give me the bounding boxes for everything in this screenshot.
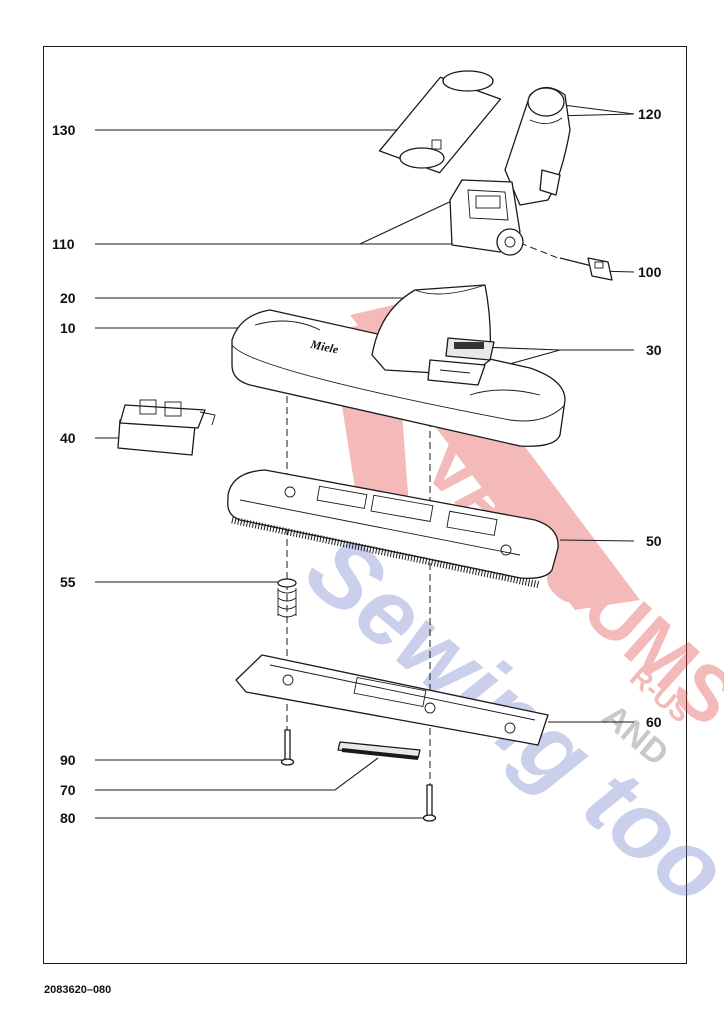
callout-70: 70 [60, 782, 76, 798]
callout-60: 60 [646, 714, 662, 730]
document-code: 2083620–080 [44, 984, 112, 996]
leader-lines [95, 103, 635, 819]
drawing-frame [43, 46, 687, 964]
callout-100: 100 [638, 264, 662, 280]
callout-55: 55 [60, 574, 76, 590]
callout-130: 130 [52, 122, 76, 138]
callout-120: 120 [638, 106, 662, 122]
callout-numbers: 130 120 110 100 20 10 30 40 50 55 60 90 … [52, 106, 662, 826]
part-90-screw [280, 729, 295, 766]
part-130-extension-tube [378, 70, 502, 174]
callout-110: 110 [52, 236, 75, 252]
part-10-nozzle-body: Miele [231, 309, 566, 447]
nozzle-brand-marking: Miele [308, 337, 340, 357]
part-40-accessory-clip [117, 399, 216, 456]
part-80-screw [422, 784, 437, 822]
part-70-slide-bar [337, 741, 421, 760]
part-110-joint-housing [449, 179, 524, 256]
callout-20: 20 [60, 290, 76, 306]
callout-30: 30 [646, 342, 662, 358]
part-120-swivel-neck [504, 86, 571, 206]
part-30-pedal-switch [427, 337, 495, 386]
callout-90: 90 [60, 752, 76, 768]
callout-40: 40 [60, 430, 76, 446]
part-55-spring [277, 578, 297, 618]
part-60-base-plate [235, 654, 549, 746]
callout-10: 10 [60, 320, 76, 336]
callout-50: 50 [646, 533, 662, 549]
callout-80: 80 [60, 810, 76, 826]
part-100-axle-pin [559, 257, 613, 281]
part-50-brush-sole [227, 469, 559, 589]
